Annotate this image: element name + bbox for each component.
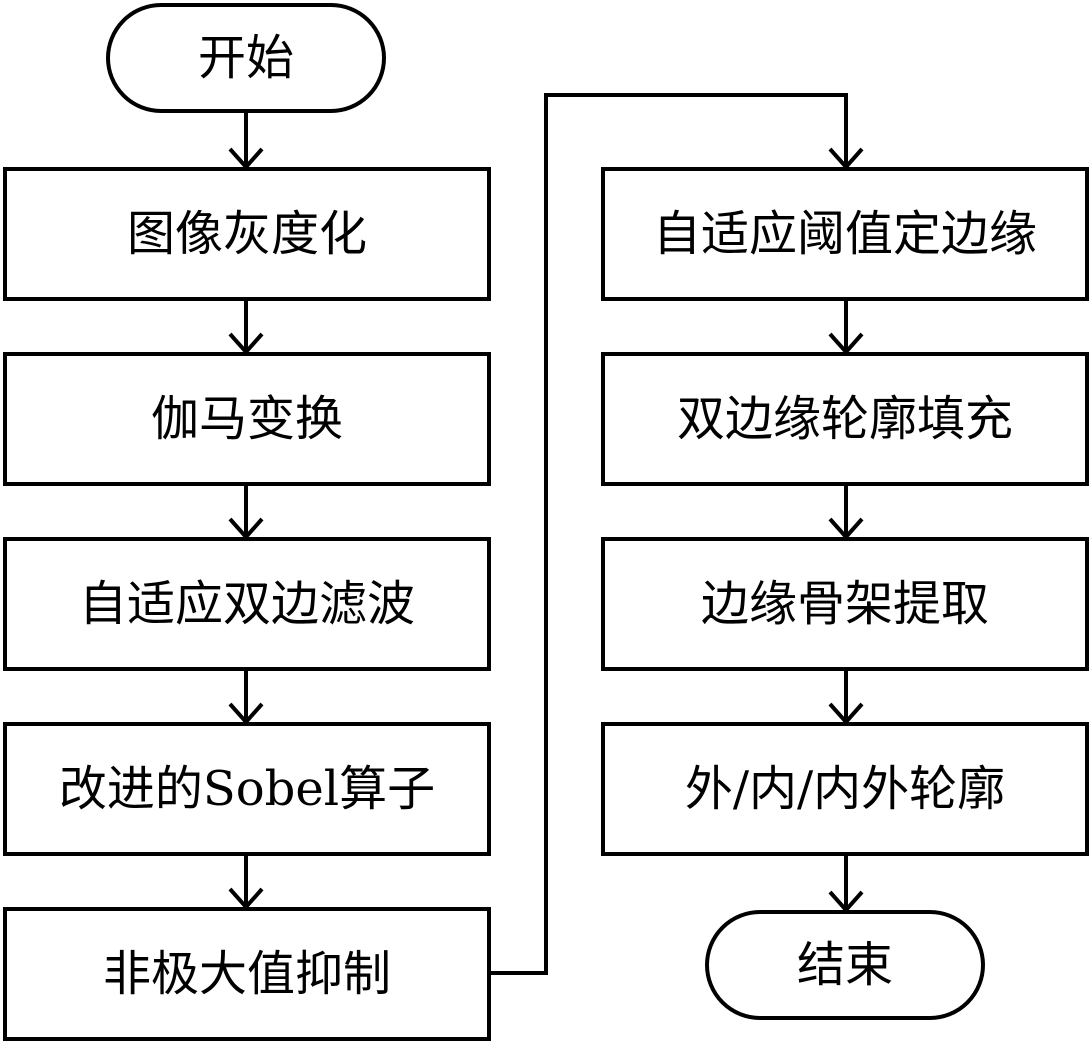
connector-step5-to-step6: [491, 93, 848, 975]
start-terminal: 开始: [106, 3, 386, 113]
process-step-label: 改进的Sobel算子: [58, 761, 436, 817]
process-step-label: 外/内/内外轮廓: [684, 761, 1006, 817]
process-step-adaptive-bilateral-filter: 自适应双边滤波: [3, 537, 491, 671]
process-step-label: 双边缘轮廓填充: [676, 391, 1013, 447]
end-terminal: 结束: [705, 910, 985, 1020]
process-step-gamma-transform: 伽马变换: [3, 352, 491, 486]
process-step-label: 自适应阈值定边缘: [652, 206, 1037, 262]
start-label: 开始: [197, 30, 294, 86]
end-label: 结束: [796, 937, 893, 993]
process-step-grayscale: 图像灰度化: [3, 167, 491, 301]
process-step-label: 伽马变换: [150, 391, 343, 447]
process-step-label: 图像灰度化: [126, 206, 367, 262]
process-step-edge-skeleton-extraction: 边缘骨架提取: [601, 537, 1089, 671]
process-step-contours: 外/内/内外轮廓: [601, 722, 1089, 856]
process-step-label: 自适应双边滤波: [78, 576, 415, 632]
process-step-label: 非极大值抑制: [102, 946, 391, 1002]
process-step-improved-sobel: 改进的Sobel算子: [3, 722, 491, 856]
process-step-non-max-suppression: 非极大值抑制: [3, 907, 491, 1041]
process-step-adaptive-threshold-edges: 自适应阈值定边缘: [601, 167, 1089, 301]
process-step-label: 边缘骨架提取: [700, 576, 989, 632]
process-step-double-edge-contour-fill: 双边缘轮廓填充: [601, 352, 1089, 486]
